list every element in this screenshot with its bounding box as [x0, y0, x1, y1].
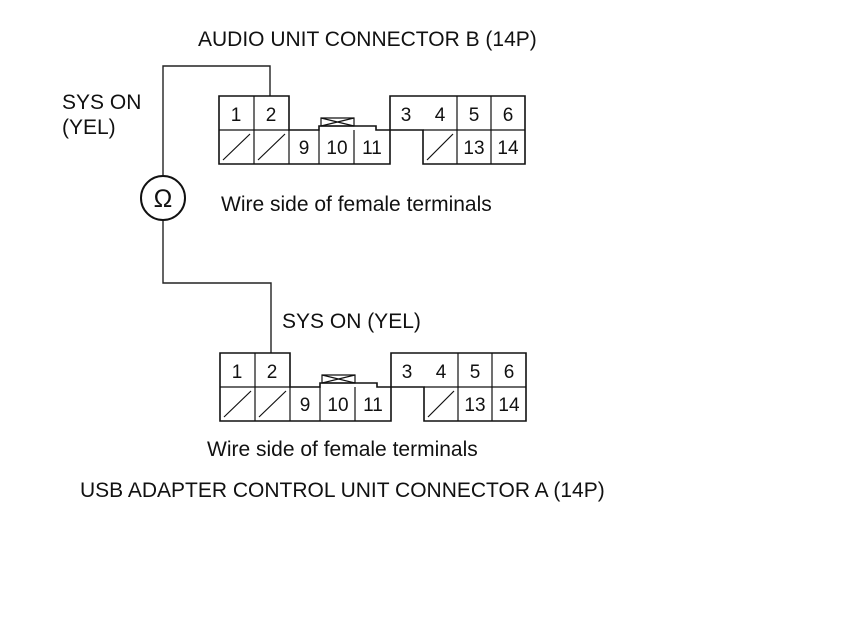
connector-b-caption: Wire side of female terminals: [221, 193, 492, 216]
connector-a-pin: 13: [464, 395, 485, 416]
connector-b-pin: 11: [362, 138, 382, 159]
connector-a-pin: 14: [498, 395, 520, 416]
connector-a-title: USB ADAPTER CONTROL UNIT CONNECTOR A (14…: [80, 479, 605, 502]
connector-b: 1 2 3 4 5 6 9 10 11 13 14: [218, 95, 526, 165]
ohmmeter-icon: Ω: [140, 175, 186, 221]
connector-b-pin: 14: [497, 138, 519, 159]
connector-b-title: AUDIO UNIT CONNECTOR B (14P): [198, 28, 537, 51]
connector-b-pin: 13: [463, 138, 484, 159]
connector-b-pin: 6: [503, 105, 514, 126]
connector-a-pin: 1: [232, 362, 243, 383]
ohm-symbol: Ω: [154, 185, 173, 213]
connector-a-pin: 9: [300, 395, 311, 416]
connector-a-pin: 10: [327, 395, 348, 416]
connector-b-pin: 4: [435, 105, 446, 126]
connector-a-pin: 2: [267, 362, 278, 383]
connector-a-outline: [219, 352, 527, 422]
connector-b-pin: 1: [231, 105, 242, 126]
wire-label-top-line1: SYS ON: [62, 91, 141, 114]
connector-a-pin: 6: [504, 362, 515, 383]
connector-a-pin: 4: [436, 362, 447, 383]
connector-b-pin: 9: [299, 138, 310, 159]
connector-a: 1 2 3 4 5 6 9 10 11 13 14: [219, 352, 527, 422]
wire-label-top-line2: (YEL): [62, 116, 116, 139]
wire-label-bottom: SYS ON (YEL): [282, 310, 421, 333]
connector-b-outline: [218, 95, 526, 165]
connector-b-pin: 3: [401, 105, 412, 126]
connector-a-caption: Wire side of female terminals: [207, 438, 478, 461]
probe-wire: [162, 65, 272, 353]
connector-a-pin: 5: [470, 362, 481, 383]
connector-b-pin: 2: [266, 105, 277, 126]
connector-a-pin: 3: [402, 362, 413, 383]
connector-b-pin: 5: [469, 105, 480, 126]
connector-b-pin: 10: [326, 138, 347, 159]
connector-a-pin: 11: [363, 395, 383, 416]
